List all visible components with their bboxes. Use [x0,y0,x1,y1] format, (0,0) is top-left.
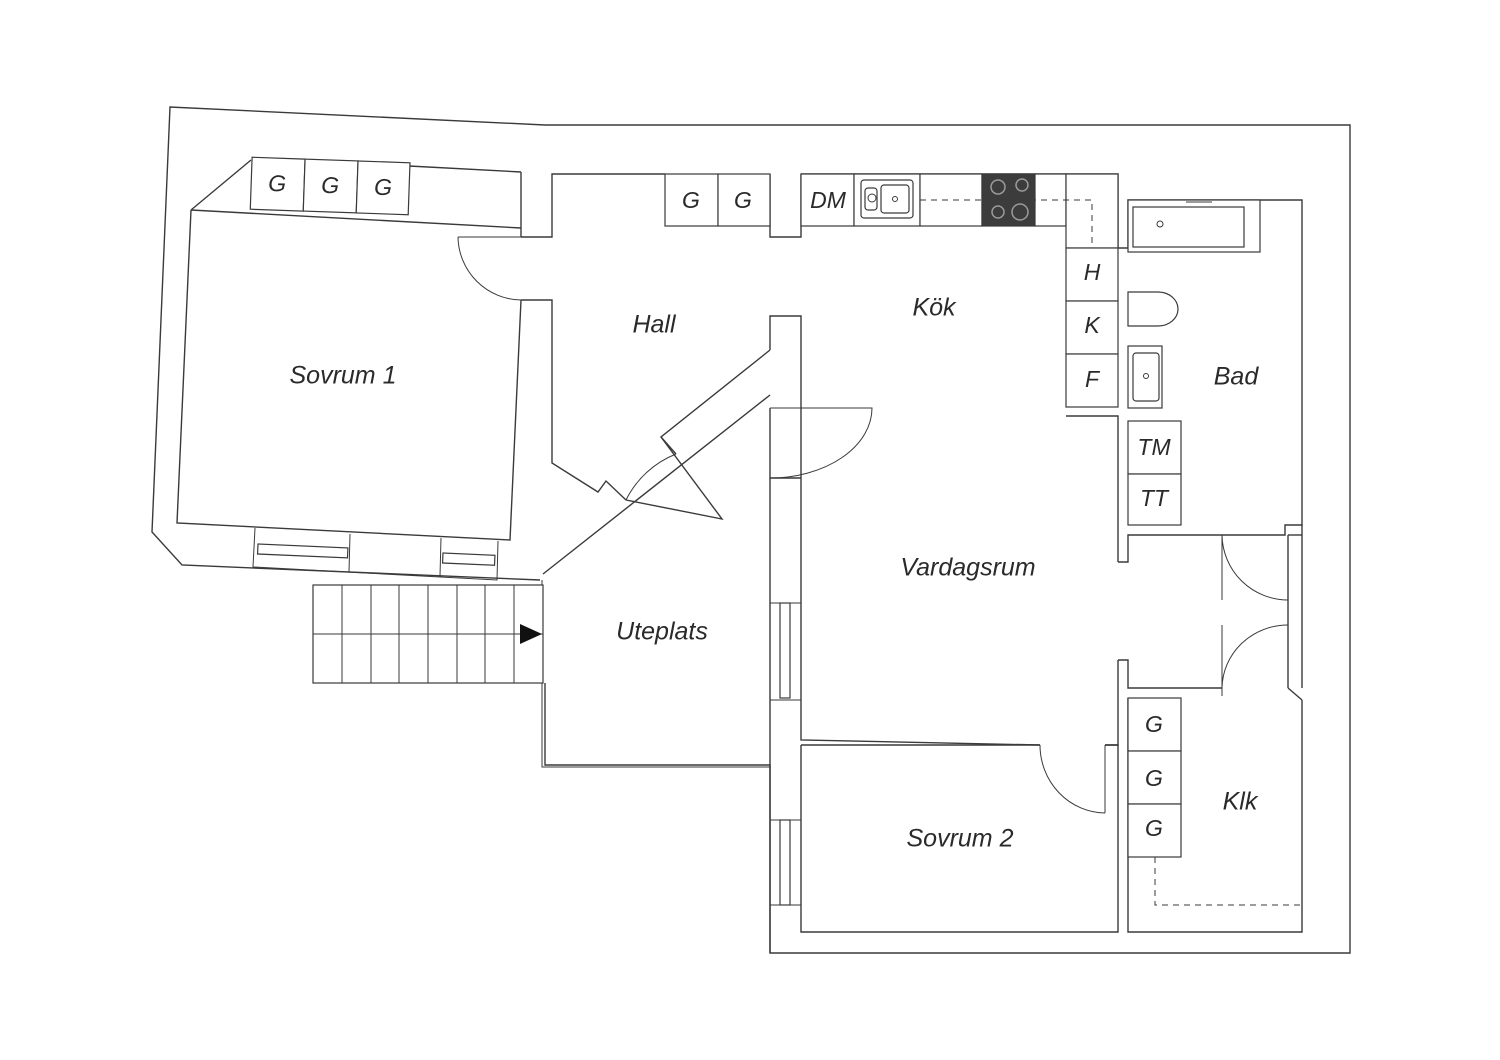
room-label-sovrum-1: Sovrum 1 [290,362,397,390]
fridge-label: K [1084,312,1101,338]
wardrobe-label: G [1145,711,1163,737]
washing-machine-label: TM [1137,434,1171,460]
door-swing [769,407,873,479]
wardrobe-label: G [268,170,287,197]
door-swing [1221,534,1289,601]
room-label-sovrum-2: Sovrum 2 [907,825,1014,853]
wardrobe-label: G [1145,765,1163,791]
washing-machine [1127,420,1182,475]
door-swing [625,453,677,501]
hall-room [457,173,802,501]
klk-room: G G G [1118,624,1303,933]
tumble-dryer [1127,473,1182,526]
stove-burners [990,178,1029,221]
room-labels: Sovrum 1 Hall Kök Bad Vardagsrum Uteplat… [290,294,1260,853]
room-label-uteplats: Uteplats [616,618,708,646]
door-swing [457,236,522,301]
stairs [312,584,544,684]
sovrum-1-wardrobes: G G G [249,156,411,216]
room-label-vardagsrum: Vardagsrum [900,554,1035,582]
freezer-label: F [1085,366,1101,392]
shower-tray [1132,206,1245,248]
tumble-dryer-label: TT [1140,485,1170,511]
stairs-direction-arrow-icon [520,624,542,644]
sovrum-2-room [770,744,1119,933]
toilet [1127,291,1179,327]
kitchen-room: DM H K F [800,173,1119,562]
room-label-hall: Hall [632,311,677,339]
sovrum-1-room [176,159,522,581]
dishwasher-label: DM [810,187,847,213]
wardrobe-label: G [374,174,393,201]
dishwasher [800,173,855,227]
hood-label: H [1084,259,1101,285]
bathroom-room: TM TT [1118,199,1303,688]
kitchen-sink [860,179,914,219]
room-label-kok: Kök [912,294,957,322]
window [441,552,496,566]
hall-wardrobes: G G [664,173,771,227]
window [256,543,349,559]
washbasin [1127,345,1163,409]
wardrobe-label: G [1145,815,1163,841]
wardrobe-label: G [682,187,700,213]
room-label-bad: Bad [1214,363,1260,391]
window [779,819,791,906]
living-room [769,407,1119,953]
room-label-klk: Klk [1223,788,1259,816]
entrance-door [542,349,771,575]
window [779,602,791,699]
door-swing [1039,744,1106,814]
door-swing [1221,624,1289,689]
wardrobe-label: G [734,187,752,213]
wardrobe-label: G [321,172,340,199]
